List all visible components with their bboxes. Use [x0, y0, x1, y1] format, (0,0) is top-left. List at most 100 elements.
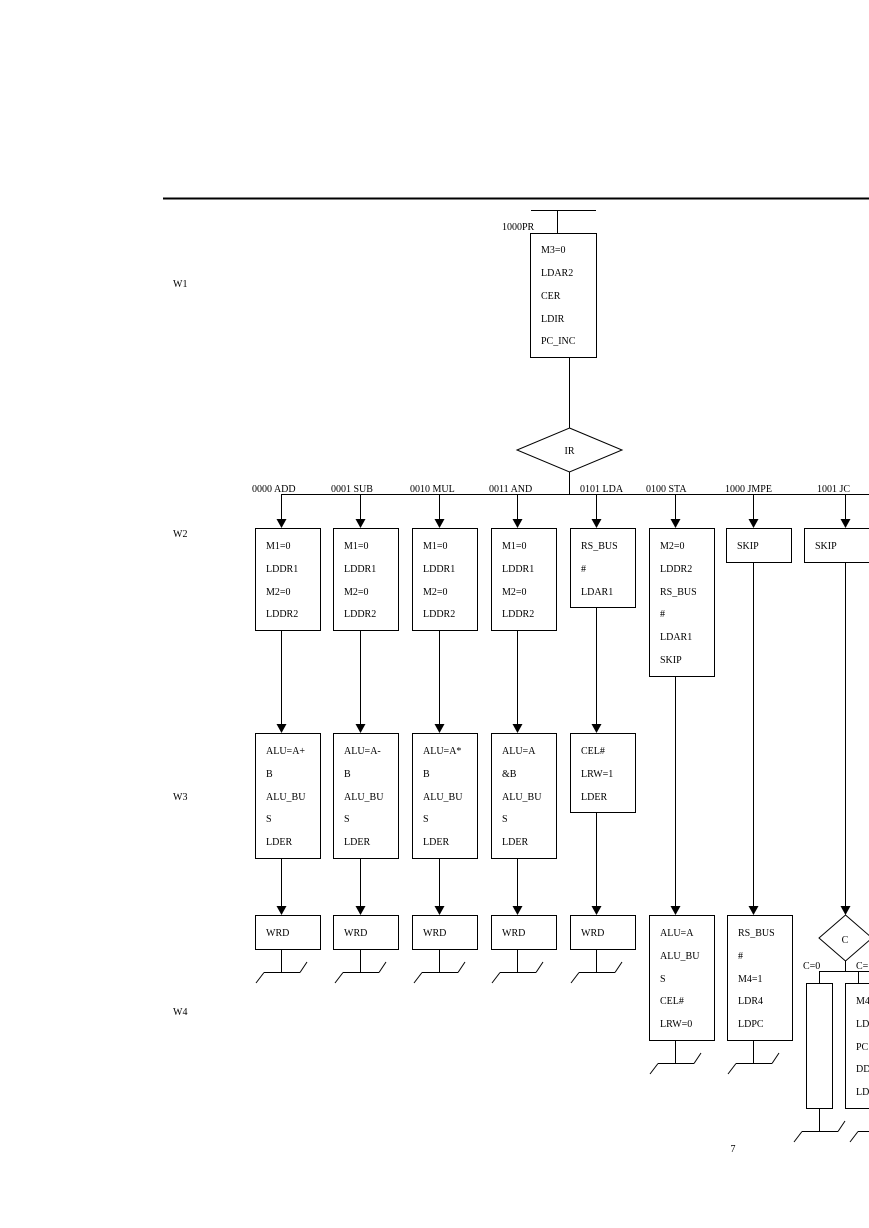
fetch-line-2: LDAR2	[541, 268, 573, 279]
sta-w4-line-5: LRW=0	[660, 1019, 692, 1030]
mul-arrow-1	[434, 519, 445, 528]
mul-w4-line-1: WRD	[423, 928, 446, 939]
c-zero-box	[806, 983, 833, 1109]
page-number: 7	[731, 1144, 736, 1155]
sub-w2-line-3: M2=0	[344, 587, 369, 598]
lda-w4-line-1: WRD	[581, 928, 604, 939]
mul-w3-line-2: B	[423, 769, 430, 780]
lda-w2-line-2: #	[581, 564, 586, 575]
sub-w2-line-4: LDDR2	[344, 609, 376, 620]
sta-arrow-2	[670, 906, 681, 915]
branch-label-sta: 0100 STA	[646, 484, 687, 495]
mul-w2-line-3: M2=0	[423, 587, 448, 598]
add-w2-line-1: M1=0	[266, 541, 291, 552]
jmpe-arrow-2	[748, 906, 759, 915]
jmpe-w4-line-3: M4=1	[738, 974, 763, 985]
mul-w2-line-1: M1=0	[423, 541, 448, 552]
sta-w4-line-1: ALU=A	[660, 928, 694, 939]
c-zero-label: C=0	[803, 961, 820, 972]
and-end-symbol	[491, 950, 544, 984]
c-decision-label: C	[842, 935, 849, 946]
branch-label-jc: 1001 JC	[817, 484, 850, 495]
add-w3-line-1: ALU=A+	[266, 746, 305, 757]
add-w2-line-4: LDDR2	[266, 609, 298, 620]
and-w3-line-3: ALU_BU	[502, 792, 542, 803]
sub-arrow-1	[355, 519, 366, 528]
add-arrow-3	[276, 906, 287, 915]
sta-w2-line-2: LDDR2	[660, 564, 692, 575]
jmpe-w4-line-2: #	[738, 951, 743, 962]
sub-w2-line-2: LDDR1	[344, 564, 376, 575]
sub-w3-line-2: B	[344, 769, 351, 780]
sub-w3-line-3: ALU_BU	[344, 792, 384, 803]
ir-decision: IR	[515, 427, 624, 473]
sub-w2-line-1: M1=0	[344, 541, 369, 552]
and-w3-line-2: &B	[502, 769, 517, 780]
c-one-line-5: LD	[856, 1087, 869, 1098]
c-zero-end-symbol	[793, 1109, 846, 1143]
mul-w2-line-2: LDDR1	[423, 564, 455, 575]
branch-label-jmpe: 1000 JMPE	[725, 484, 772, 495]
jmpe-arrow-1	[748, 519, 759, 528]
add-w3-line-3: ALU_BU	[266, 792, 306, 803]
sta-w4-line-4: CEL#	[660, 996, 684, 1007]
jc-w2-line-1: SKIP	[815, 541, 837, 552]
sub-w3-box: ALU=A- B ALU_BU S LDER	[333, 733, 399, 859]
sta-w4-line-2: ALU_BU	[660, 951, 700, 962]
jc-arrow-2	[840, 906, 851, 915]
sub-w3-line-4: S	[344, 814, 350, 825]
add-w2-line-3: M2=0	[266, 587, 291, 598]
lda-arrow-3	[591, 906, 602, 915]
lda-w2-line-3: LDAR1	[581, 587, 613, 598]
sub-w4-box: WRD	[333, 915, 399, 950]
jmpe-w4-line-1: RS_BUS	[738, 928, 775, 939]
jc-arrow-1	[840, 519, 851, 528]
branch-label-and: 0011 AND	[489, 484, 532, 495]
entry-label: 1000PR	[502, 222, 535, 233]
add-w3-line-5: LDER	[266, 837, 292, 848]
add-w4-line-1: WRD	[266, 928, 289, 939]
sub-w2-box: M1=0 LDDR1 M2=0 LDDR2	[333, 528, 399, 631]
mul-arrow-3	[434, 906, 445, 915]
sub-end-symbol	[334, 950, 387, 984]
c-decision: C	[818, 914, 869, 962]
fetch-line-1: M3=0	[541, 245, 566, 256]
jmpe-w4-line-5: LDPC	[738, 1019, 764, 1030]
and-w2-line-4: LDDR2	[502, 609, 534, 620]
add-w4-box: WRD	[255, 915, 321, 950]
lda-w3-line-3: LDER	[581, 792, 607, 803]
c-one-label: C=	[856, 961, 869, 972]
fetch-line-3: CER	[541, 291, 561, 302]
mul-end-symbol	[413, 950, 466, 984]
lda-w3-box: CEL# LRW=1 LDER	[570, 733, 636, 813]
c-one-end-symbol	[849, 1131, 869, 1143]
add-arrow-1	[276, 519, 287, 528]
lda-w4-box: WRD	[570, 915, 636, 950]
sta-w4-line-3: S	[660, 974, 666, 985]
lda-w3-line-2: LRW=1	[581, 769, 613, 780]
sta-arrow-1	[670, 519, 681, 528]
sta-w2-line-3: RS_BUS	[660, 587, 697, 598]
jmpe-end-symbol	[727, 1041, 780, 1075]
and-arrow-1	[512, 519, 523, 528]
and-arrow-2	[512, 724, 523, 733]
c-one-line-2: LD	[856, 1019, 869, 1030]
phase-label-w4: W4	[173, 1007, 187, 1018]
sta-w2-line-1: M2=0	[660, 541, 685, 552]
lda-arrow-2	[591, 724, 602, 733]
sub-arrow-3	[355, 906, 366, 915]
ir-decision-label: IR	[565, 446, 575, 457]
mul-w2-line-4: LDDR2	[423, 609, 455, 620]
phase-label-w1: W1	[173, 279, 187, 290]
mul-w3-line-1: ALU=A*	[423, 746, 461, 757]
c-one-line-1: M4	[856, 996, 869, 1007]
branch-label-lda: 0101 LDA	[580, 484, 624, 495]
add-arrow-2	[276, 724, 287, 733]
mul-w2-box: M1=0 LDDR1 M2=0 LDDR2	[412, 528, 478, 631]
add-w2-box: M1=0 LDDR1 M2=0 LDDR2	[255, 528, 321, 631]
mul-w3-line-3: ALU_BU	[423, 792, 463, 803]
fetch-line-4: LDIR	[541, 314, 565, 325]
and-w2-line-2: LDDR1	[502, 564, 534, 575]
sub-w3-line-5: LDER	[344, 837, 370, 848]
fetch-box: M3=0 LDAR2 CER LDIR PC_INC	[530, 233, 597, 358]
